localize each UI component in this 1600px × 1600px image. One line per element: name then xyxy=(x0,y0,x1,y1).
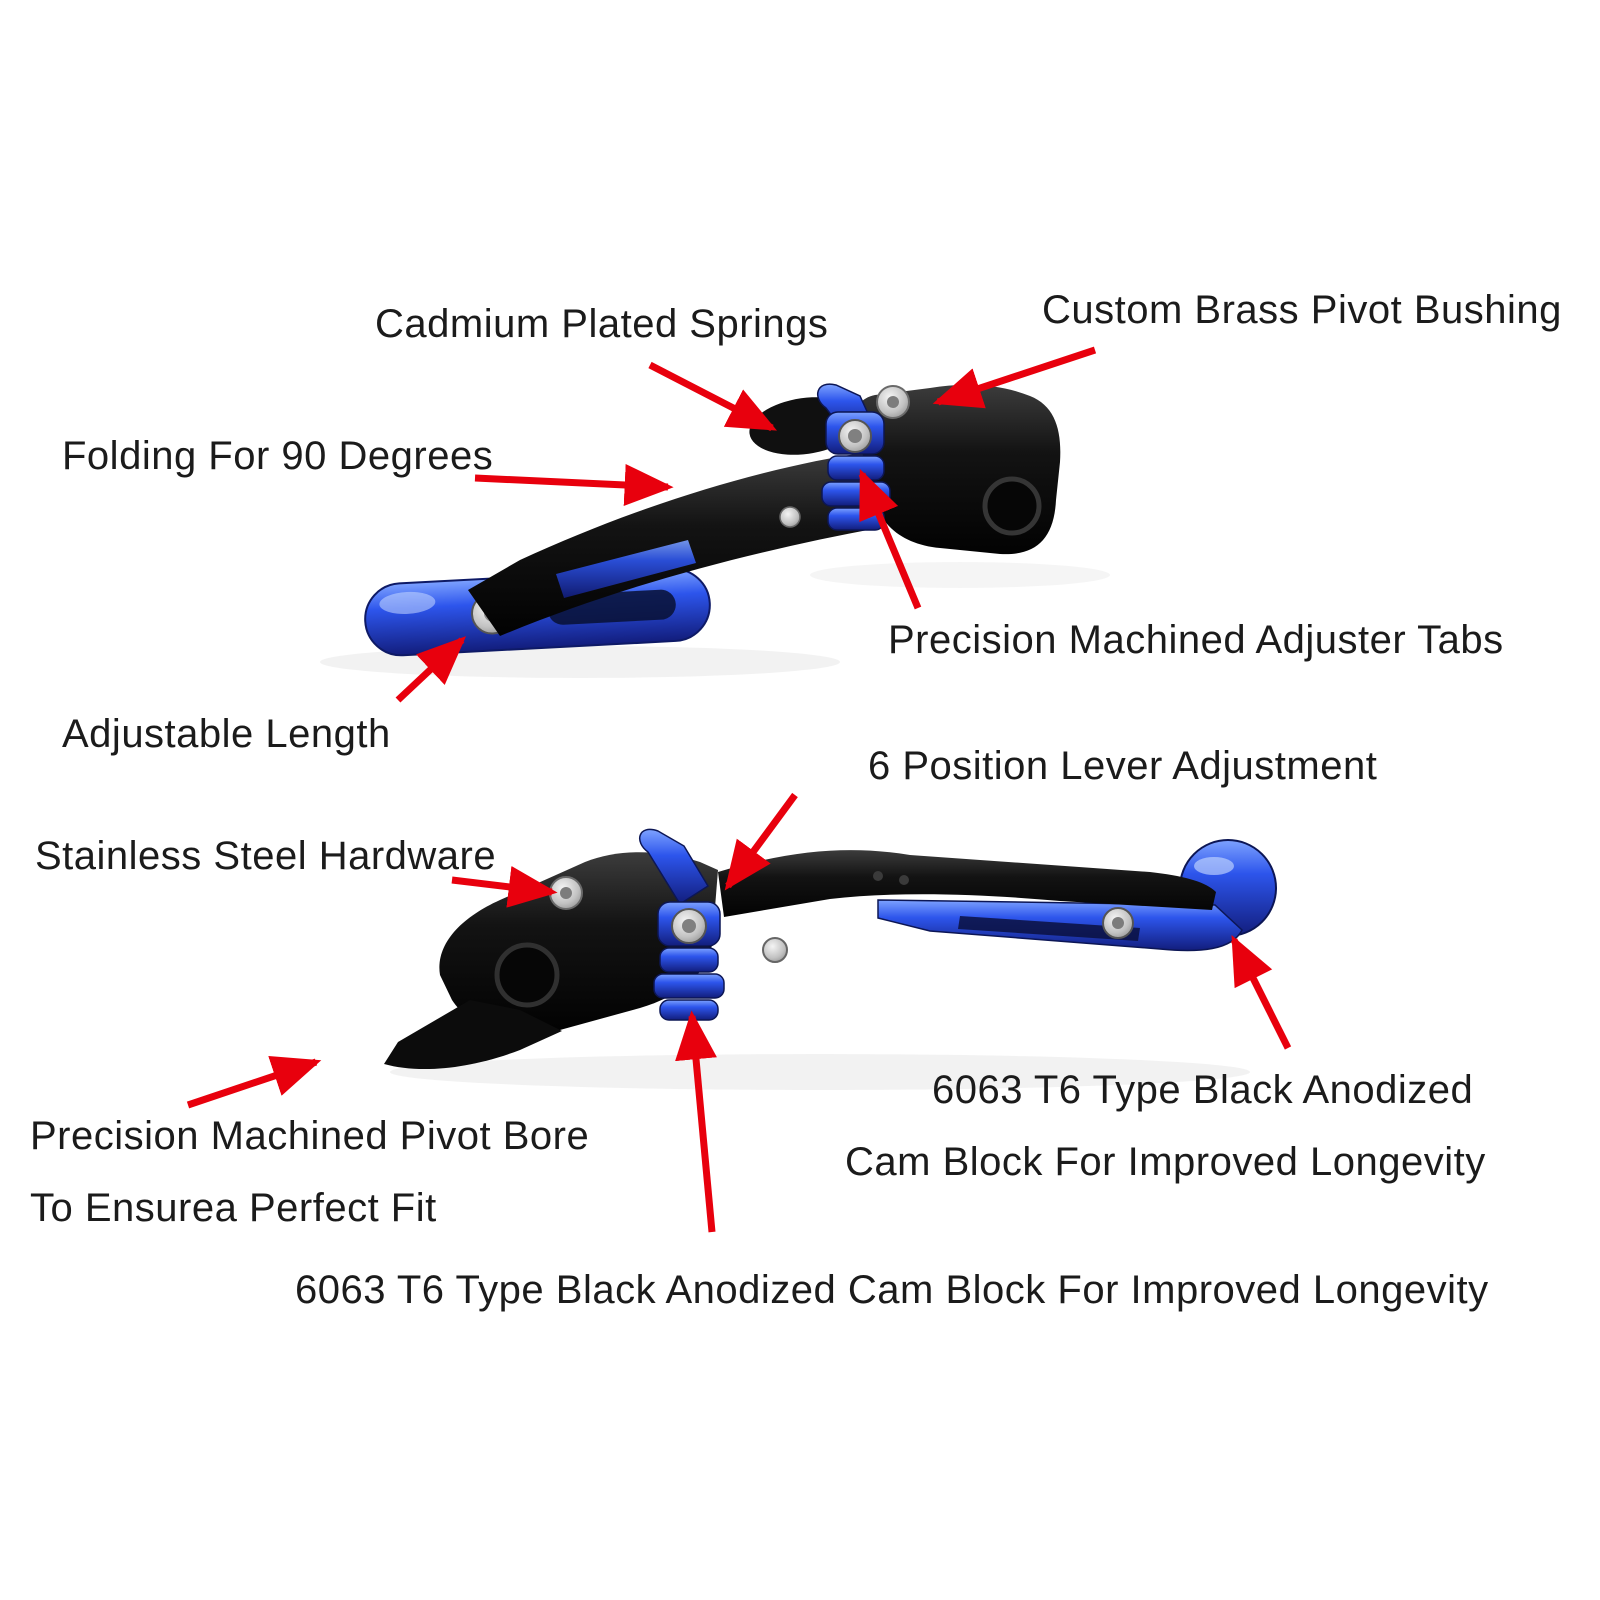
adjuster-tab-ring xyxy=(827,455,885,481)
bottom-lever-adjuster xyxy=(638,828,725,1021)
adjuster-thumb-tab xyxy=(638,828,710,906)
adjuster-tab-ring xyxy=(653,973,725,999)
arrow-folding xyxy=(474,464,674,506)
grip-highlight xyxy=(379,591,436,615)
callout-adjuster-tabs: Precision Machined Adjuster Tabs xyxy=(888,618,1504,662)
callout-adjustable-length: Adjustable Length xyxy=(62,712,391,756)
arrow-adjuster-tabs xyxy=(858,468,922,610)
bottom-lever-blade xyxy=(384,1000,562,1070)
arrow-cam-right xyxy=(1230,934,1292,1050)
callout-cadmium-plated-springs: Cadmium Plated Springs xyxy=(375,302,829,346)
arrow-six-position xyxy=(724,792,798,891)
arrow-cadmium xyxy=(648,361,777,432)
callout-cam-block-bottom: 6063 T6 Type Black Anodized Cam Block Fo… xyxy=(295,1268,1489,1312)
perch-pivot-bore xyxy=(494,942,560,1008)
callout-brass-pivot-bushing: Custom Brass Pivot Bushing xyxy=(1042,288,1562,332)
callout-pivot-bore-line1: Precision Machined Pivot Bore xyxy=(30,1114,590,1158)
adjuster-tab-ring xyxy=(659,947,719,973)
adjuster-tab-ring xyxy=(821,481,891,507)
arrow-pivot-bore xyxy=(186,1055,322,1109)
callout-pivot-bore-line2: To Ensurea Perfect Fit xyxy=(30,1186,437,1230)
callout-six-position-adjustment: 6 Position Lever Adjustment xyxy=(868,744,1378,788)
arrow-stainless xyxy=(451,865,558,908)
pivot-nut-icon xyxy=(762,937,788,963)
top-lever xyxy=(364,383,1061,657)
arrow-adjustable-length xyxy=(395,636,467,703)
top-lever-arm-slot xyxy=(556,540,696,598)
perch-mount-hole xyxy=(982,476,1042,536)
callout-arrows xyxy=(186,346,1292,1233)
bottom-lever xyxy=(384,828,1277,1070)
callout-cam-block-right-line2: Cam Block For Improved Longevity xyxy=(845,1140,1486,1184)
arrow-brass xyxy=(932,346,1097,409)
callout-folding-90-degrees: Folding For 90 Degrees xyxy=(62,434,494,478)
callout-stainless-hardware: Stainless Steel Hardware xyxy=(35,834,497,878)
arrow-cam-bottom xyxy=(675,1010,717,1233)
blue-strip-slot xyxy=(958,916,1140,941)
arm-screw-icon xyxy=(779,506,801,528)
callout-cam-block-right-line1: 6063 T6 Type Black Anodized xyxy=(932,1068,1474,1112)
bottom-lever-black-arm xyxy=(718,850,1216,917)
